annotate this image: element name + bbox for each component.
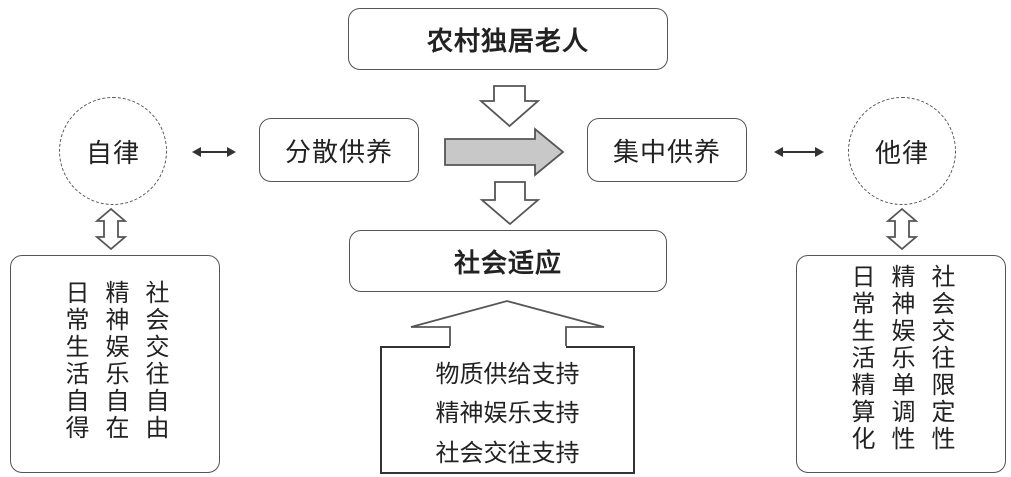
left-column-1: 日常生活自得 — [61, 280, 89, 442]
self-discipline-label: 自律 — [85, 138, 140, 169]
double-arrow-left — [192, 147, 236, 157]
right-column-2: 精神娱乐单调性 — [887, 264, 915, 453]
heteronomy-label: 他律 — [874, 138, 929, 169]
supports-list: 物质供给支持 精神娱乐支持 社会交往支持 — [380, 352, 635, 470]
top-title-box: 农村独居老人 — [348, 8, 668, 70]
centralized-label: 集中供养 — [612, 137, 721, 168]
dispersed-label: 分散供养 — [284, 137, 393, 168]
self-discipline-circle: 自律 — [59, 97, 167, 205]
centralized-box: 集中供养 — [587, 118, 747, 182]
support-item-social: 社会交往支持 — [435, 438, 580, 467]
dispersed-box: 分散供养 — [259, 118, 419, 182]
heteronomy-circle: 他律 — [848, 97, 956, 205]
right-column-3: 社会交往限定性 — [927, 264, 955, 453]
arrow-dispersed-to-centralized — [444, 127, 565, 177]
top-title: 农村独居老人 — [426, 26, 589, 57]
vertical-double-arrow-left — [94, 207, 128, 251]
arrow-up-supports — [410, 300, 605, 347]
social-adaptation-label: 社会适应 — [453, 248, 562, 279]
right-outcomes-box: 日常生活精算化 精神娱乐单调性 社会交往限定性 — [796, 255, 1006, 473]
support-item-spiritual: 精神娱乐支持 — [435, 399, 580, 428]
left-column-2: 精神娱乐自在 — [101, 280, 129, 442]
double-arrow-right — [774, 147, 824, 157]
support-item-material: 物质供给支持 — [435, 360, 580, 389]
right-column-1: 日常生活精算化 — [847, 264, 875, 453]
arrow-down-middle — [479, 181, 541, 226]
arrow-down-top — [478, 85, 541, 128]
supports-box — [380, 346, 635, 474]
social-adaptation-box: 社会适应 — [349, 230, 667, 292]
supports-box-top-left-edge — [380, 346, 450, 348]
left-outcomes-box: 日常生活自得 精神娱乐自在 社会交往自由 — [10, 255, 220, 473]
left-column-3: 社会交往自由 — [141, 280, 169, 442]
vertical-double-arrow-right — [885, 207, 919, 251]
supports-box-top-right-edge — [566, 346, 635, 348]
